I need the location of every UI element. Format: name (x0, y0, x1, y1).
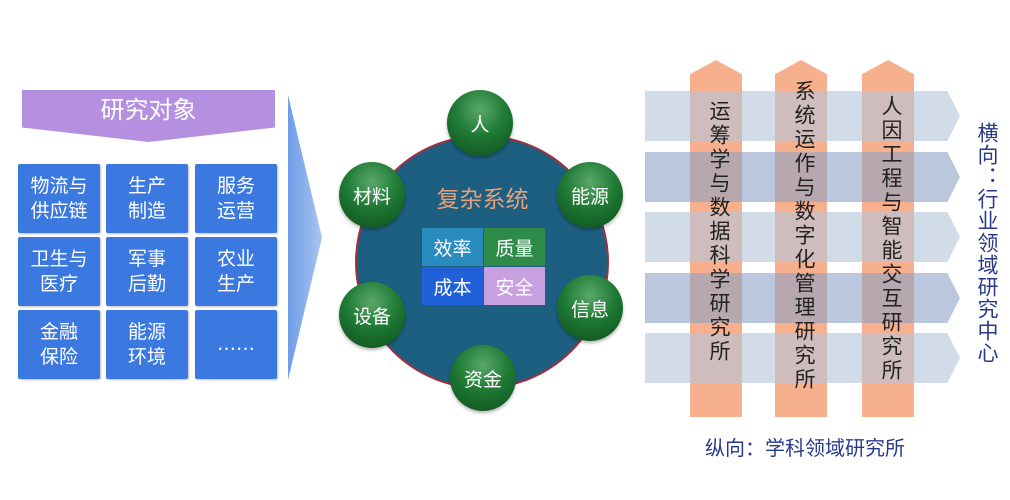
institute-label: 人因工程与智能交互研究所 (879, 95, 903, 383)
puzzle-safety: 安全 (484, 267, 545, 305)
puzzle-efficiency: 效率 (422, 228, 483, 266)
puzzle-quality: 质量 (484, 228, 545, 266)
object-cell: 农业 生产 (195, 237, 277, 306)
object-cell: 物流与 供应链 (18, 164, 100, 233)
object-cell: …… (195, 310, 277, 379)
research-objects-banner: 研究对象 (22, 90, 275, 142)
object-cell: 金融 保险 (18, 310, 100, 379)
puzzle-cost: 成本 (422, 267, 483, 305)
institute-label: 系统运作与数字化管理研究所 (792, 80, 816, 392)
node-information: 信息 (557, 275, 623, 341)
flow-arrow (288, 95, 322, 380)
object-cell: 生产 制造 (106, 164, 188, 233)
node-materials: 材料 (339, 162, 405, 228)
node-equipment: 设备 (339, 282, 405, 348)
horizontal-label: 横向：行业领域研究中心 (975, 122, 999, 364)
object-cell: 军事 后勤 (106, 237, 188, 306)
industry-band (645, 212, 960, 262)
complex-system-title: 复杂系统 (436, 187, 529, 213)
industry-band (645, 91, 960, 141)
industry-band (645, 152, 960, 202)
object-cell: 服务 运营 (195, 164, 277, 233)
object-cell: 能源 环境 (106, 310, 188, 379)
vertical-label: 纵向：学科领域研究所 (705, 436, 905, 460)
node-energy: 能源 (557, 162, 623, 228)
industry-band (645, 333, 960, 383)
object-cell: 卫生与 医疗 (18, 237, 100, 306)
node-capital: 资金 (450, 345, 516, 411)
institute-label: 运筹学与数据科学研究所 (707, 100, 731, 364)
node-people: 人 (447, 90, 513, 156)
industry-band (645, 273, 960, 323)
